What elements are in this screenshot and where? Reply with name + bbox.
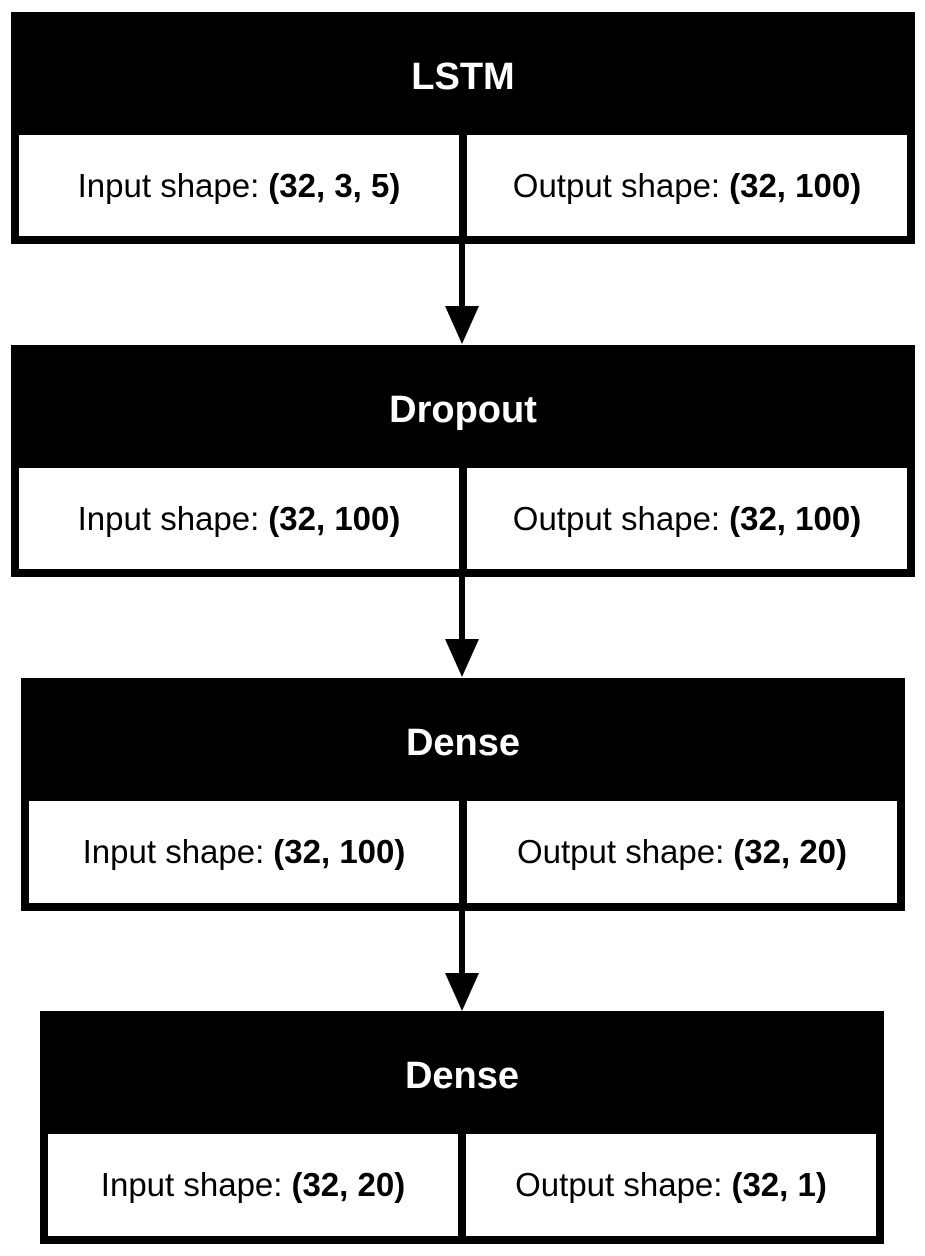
input-shape-cell: Input shape: (32, 3, 5) xyxy=(19,135,459,236)
arrow-head-icon xyxy=(445,306,479,344)
output-shape-label: Output shape: xyxy=(512,499,721,537)
layer-box-lstm: LSTM Input shape: (32, 3, 5) Output shap… xyxy=(11,12,915,244)
output-shape-value: (32, 100) xyxy=(729,499,862,537)
layer-title: LSTM xyxy=(411,56,515,98)
output-shape-label: Output shape: xyxy=(516,833,725,870)
layer-box-dense-2: Dense Input shape: (32, 20) Output shape… xyxy=(40,1011,884,1244)
input-shape-value: (32, 20) xyxy=(291,1166,406,1203)
shape-row: Input shape: (32, 100) Output shape: (32… xyxy=(29,801,897,903)
output-shape-cell: Output shape: (32, 100) xyxy=(467,135,907,236)
output-shape-value: (32, 100) xyxy=(729,166,862,204)
output-shape-label: Output shape: xyxy=(515,1166,723,1203)
shape-row: Input shape: (32, 100) Output shape: (32… xyxy=(19,468,907,569)
arrow-line xyxy=(459,244,465,312)
output-shape-label: Output shape: xyxy=(512,166,721,204)
input-shape-label: Input shape: xyxy=(77,499,260,537)
shape-row: Input shape: (32, 3, 5) Output shape: (3… xyxy=(19,135,907,236)
layer-title: Dense xyxy=(404,1055,520,1097)
input-shape-label: Input shape: xyxy=(82,833,265,870)
arrow-line xyxy=(459,911,465,979)
shape-row: Input shape: (32, 20) Output shape: (32,… xyxy=(48,1134,876,1236)
input-shape-cell: Input shape: (32, 100) xyxy=(29,801,459,903)
input-shape-value: (32, 3, 5) xyxy=(268,166,401,204)
output-shape-cell: Output shape: (32, 1) xyxy=(466,1134,876,1236)
input-shape-value: (32, 100) xyxy=(273,833,406,870)
layer-title: Dropout xyxy=(389,389,537,431)
input-shape-cell: Input shape: (32, 100) xyxy=(19,468,459,569)
output-shape-value: (32, 20) xyxy=(733,833,848,870)
layer-title: Dense xyxy=(405,722,521,764)
output-shape-cell: Output shape: (32, 100) xyxy=(467,468,907,569)
input-shape-cell: Input shape: (32, 20) xyxy=(48,1134,458,1236)
layer-box-dropout: Dropout Input shape: (32, 100) Output sh… xyxy=(11,345,915,577)
input-shape-label: Input shape: xyxy=(100,1166,283,1203)
output-shape-value: (32, 1) xyxy=(731,1166,827,1203)
output-shape-cell: Output shape: (32, 20) xyxy=(467,801,897,903)
arrow-head-icon xyxy=(445,973,479,1011)
arrow-line xyxy=(459,577,465,645)
input-shape-label: Input shape: xyxy=(77,166,260,204)
input-shape-value: (32, 100) xyxy=(268,499,401,537)
layer-box-dense-1: Dense Input shape: (32, 100) Output shap… xyxy=(21,678,905,911)
arrow-head-icon xyxy=(445,639,479,677)
